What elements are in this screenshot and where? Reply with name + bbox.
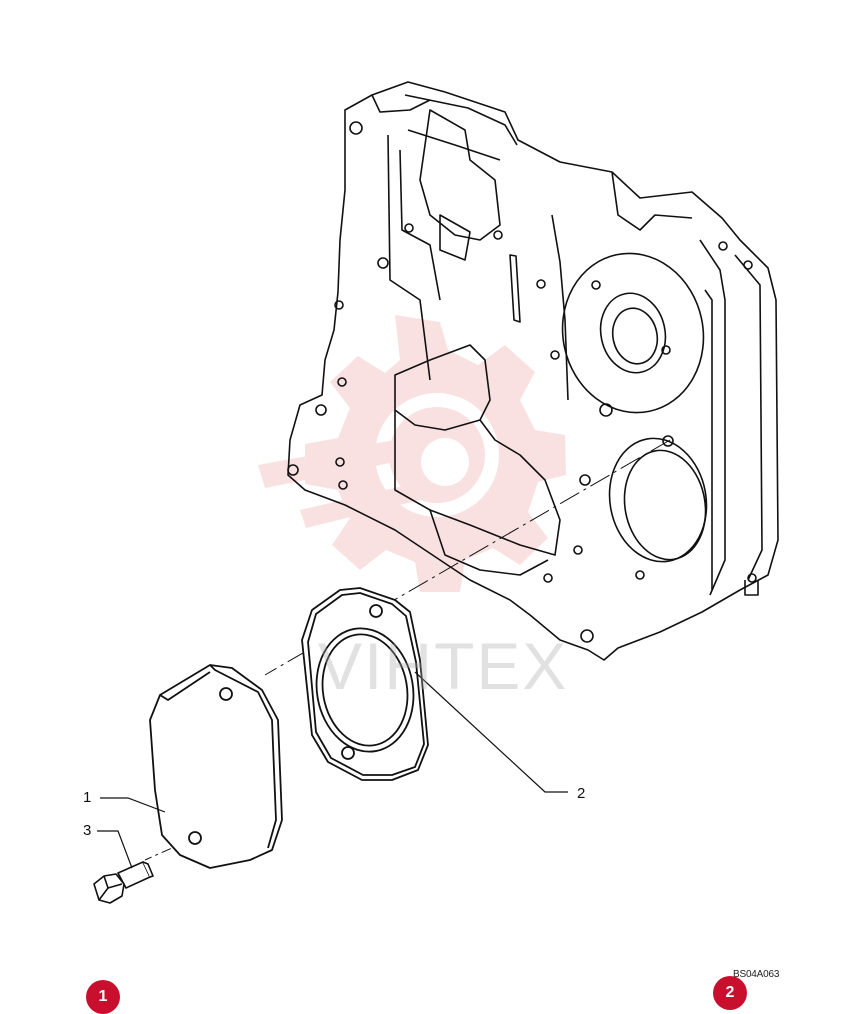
page-badge-1[interactable]: 1 <box>86 980 120 1014</box>
part-cover-plate <box>149 664 283 869</box>
watermark-text: VIHTEX <box>318 629 569 703</box>
drawing-reference-code: BS04A063 <box>733 969 780 980</box>
callout-label-1: 1 <box>83 789 92 806</box>
leader-line-2 <box>414 671 568 793</box>
callout-label-2: 2 <box>577 785 586 802</box>
watermark-gear-logo <box>258 315 566 592</box>
leader-line-3 <box>97 830 133 869</box>
part-bolt <box>93 861 154 904</box>
leader-lines <box>97 671 568 869</box>
part-gasket <box>301 587 429 781</box>
gear-housing <box>287 81 779 661</box>
page-badge-2[interactable]: 2 <box>713 976 747 1010</box>
callout-label-3: 3 <box>83 822 92 839</box>
leader-line-1 <box>100 797 166 813</box>
